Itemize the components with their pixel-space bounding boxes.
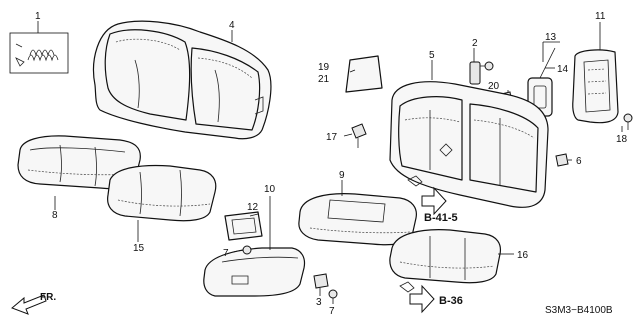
callout-10: 10 (264, 184, 276, 195)
screw-part-18[interactable] (623, 113, 633, 130)
reference-arrow-b-41-5[interactable]: B-41-5 (407, 175, 458, 224)
callout-7-lower: 7 (329, 306, 335, 317)
square-pad-part-19-21[interactable] (345, 55, 383, 93)
seat-back-cover-part-4[interactable] (92, 20, 272, 140)
callout-8: 8 (52, 210, 58, 221)
callout-9: 9 (339, 170, 345, 181)
washer-part-7-b[interactable] (328, 289, 338, 299)
callout-18: 18 (616, 134, 628, 145)
callout-11: 11 (595, 11, 606, 22)
leader-lines (37, 21, 623, 304)
callout-21: 21 (318, 74, 330, 85)
callout-6: 6 (576, 156, 582, 167)
callout-16: 16 (517, 250, 529, 261)
armrest-part-10[interactable] (203, 247, 306, 297)
callout-2: 2 (472, 38, 478, 49)
callout-15: 15 (133, 243, 145, 254)
trim-frame-part-11[interactable] (572, 49, 619, 124)
reference-arrow-b-36[interactable]: B-36 (399, 281, 463, 314)
diagram-code: S3M3−B4100B (545, 305, 613, 316)
callout-4: 4 (229, 20, 235, 31)
fastener-part-17[interactable] (351, 123, 367, 148)
reference-label-b-41-5: B-41-5 (424, 212, 458, 224)
callout-7-upper: 7 (223, 248, 229, 259)
callout-20: 20 (488, 81, 500, 92)
spring-kit-part-1[interactable] (9, 32, 69, 74)
front-direction-arrow: FR. (11, 292, 56, 315)
clip-part-6[interactable] (555, 153, 569, 167)
callout-17: 17 (326, 132, 338, 143)
callout-3: 3 (316, 297, 322, 308)
seat-back-assembly-part-5[interactable] (389, 81, 549, 208)
callout-19: 19 (318, 62, 330, 73)
bezel-part-12[interactable] (224, 211, 263, 241)
seat-cushion-part-9[interactable] (298, 193, 417, 246)
reference-label-b-36: B-36 (439, 295, 463, 307)
callout-12: 12 (247, 202, 259, 213)
callout-1: 1 (35, 11, 41, 22)
seat-cushion-pad-part-15[interactable] (107, 164, 217, 222)
callout-5: 5 (429, 50, 435, 61)
callout-numbers: 1 2 3 4 5 6 7 7 8 9 10 11 12 13 14 15 16… (35, 11, 628, 317)
seat-cushion-pad-part-16[interactable] (389, 229, 502, 284)
front-direction-label: FR. (40, 292, 56, 303)
washer-part-7-a[interactable] (242, 245, 252, 255)
callout-13: 13 (545, 32, 557, 43)
latch-part-2[interactable] (469, 61, 494, 85)
clip-part-3[interactable] (313, 273, 329, 289)
callout-14: 14 (557, 64, 569, 75)
